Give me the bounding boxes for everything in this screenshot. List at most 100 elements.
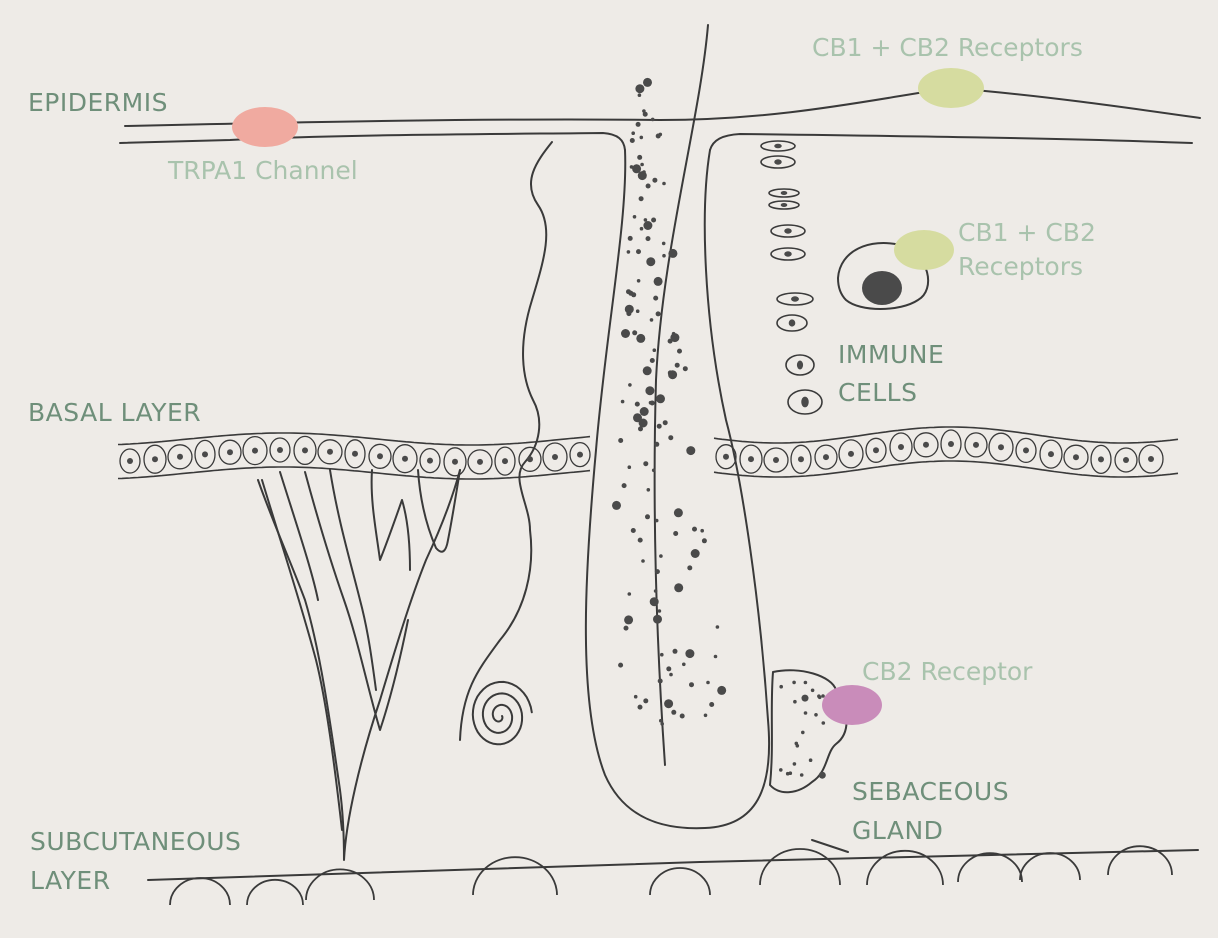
immune-cell-nucleus <box>796 360 804 370</box>
root-structure-5 <box>370 469 411 571</box>
basal-cell <box>838 439 864 469</box>
immune-cell-nucleus <box>788 319 796 327</box>
epidermis-surface-line <box>124 87 1201 127</box>
basal-cell-nucleus <box>873 447 879 454</box>
basal-cell <box>763 447 789 473</box>
immune-cell-nucleus <box>780 203 788 207</box>
follicle-dot <box>649 400 655 406</box>
gland-dot <box>810 688 815 693</box>
follicle-dot <box>666 666 672 672</box>
follicle-dot <box>654 569 660 575</box>
follicle-dot <box>646 257 656 267</box>
immune-cell <box>776 314 808 332</box>
fat-cell <box>169 877 231 906</box>
follicle-dot <box>621 329 630 338</box>
basal-cell-nucleus <box>152 456 158 463</box>
follicle-dot <box>669 672 673 677</box>
follicle-dot <box>645 386 655 396</box>
basal-cell-nucleus <box>227 449 233 456</box>
basal-cell <box>1114 447 1138 473</box>
follicle-dot <box>641 559 645 563</box>
follicle-dot <box>624 304 634 314</box>
basal-cell <box>889 432 913 462</box>
sebaceous-gland-dots <box>779 680 826 779</box>
basal-cell-nucleus <box>527 456 533 463</box>
gland-dot <box>779 684 783 689</box>
follicle-dot <box>700 528 704 533</box>
basal-cell-nucleus <box>327 448 333 455</box>
follicle-dot <box>692 526 697 532</box>
root-structure-1 <box>257 469 461 861</box>
basal-cell-nucleus <box>898 444 904 450</box>
follicle-dot <box>643 698 649 704</box>
basal-cell-nucleus <box>277 447 283 453</box>
basal-cell <box>715 444 737 470</box>
basal-cell <box>344 439 366 469</box>
follicle-dot <box>640 162 644 167</box>
follicle-dot <box>637 171 647 181</box>
follicle-dot <box>660 652 664 657</box>
immune-cell <box>768 200 800 210</box>
gland-dot <box>788 771 793 775</box>
basal-cell <box>1090 444 1112 475</box>
follicle-dot <box>632 215 637 219</box>
basal-cell-nucleus <box>252 447 258 454</box>
sebaceous-gland <box>769 669 848 794</box>
follicle-dot <box>618 438 624 443</box>
follicle-dot <box>612 500 621 510</box>
basal-cell <box>1015 437 1037 464</box>
basal-cell <box>368 443 392 469</box>
basal-cell <box>194 439 216 470</box>
basal-cell <box>293 435 317 466</box>
basal-cell-nucleus <box>577 451 583 458</box>
follicle-dot <box>633 694 638 699</box>
basal-band-top <box>117 432 591 446</box>
basal-cell-nucleus <box>452 458 458 465</box>
gland-dot <box>779 768 783 772</box>
follicle-dot <box>637 154 643 160</box>
gland-dot <box>792 762 797 766</box>
immune-cell <box>770 224 806 238</box>
follicle-dot <box>671 709 677 715</box>
fat-cell <box>246 878 304 906</box>
follicle-dot <box>636 249 641 255</box>
basal-cell <box>814 444 838 470</box>
follicle-dot <box>664 699 674 709</box>
follicle-dot <box>649 358 655 363</box>
immune-cell <box>785 354 815 376</box>
follicle-dot <box>639 407 649 416</box>
follicle-dot <box>635 84 645 94</box>
subcutaneous-label-line2: LAYER <box>30 866 111 895</box>
follicle-dot <box>636 333 646 343</box>
gland-dot <box>794 741 799 746</box>
follicle-dot <box>627 465 632 470</box>
gland-dot <box>821 721 826 725</box>
wavy-nerve <box>459 141 553 741</box>
gland-dot <box>792 680 796 685</box>
root-structure-4 <box>329 469 377 691</box>
follicle-dot <box>638 196 644 202</box>
immune-cell <box>770 247 806 261</box>
follicle-dot <box>653 276 663 286</box>
follicle-dot <box>654 441 660 447</box>
immune-cell <box>768 188 800 198</box>
follicle-dot <box>651 217 657 223</box>
nerve-spiral <box>471 680 533 746</box>
immune-cells <box>760 140 823 415</box>
immune-cell-nucleus <box>791 296 799 302</box>
basal-cell <box>494 446 516 476</box>
basal-layer-cells-right <box>713 426 1179 478</box>
follicle-dot <box>637 93 642 97</box>
fat-cell <box>1107 845 1173 876</box>
follicle-dot <box>658 132 663 137</box>
follicle-dot <box>662 420 668 426</box>
basal-cell-nucleus <box>477 458 483 465</box>
follicle-dot <box>628 290 634 296</box>
basal-cell <box>542 442 568 472</box>
follicle-dot <box>662 181 666 186</box>
basal-cell-nucleus <box>552 454 558 460</box>
basal-band-bottom <box>117 466 591 480</box>
gland-dot <box>817 695 822 700</box>
follicle-dots <box>612 77 727 726</box>
